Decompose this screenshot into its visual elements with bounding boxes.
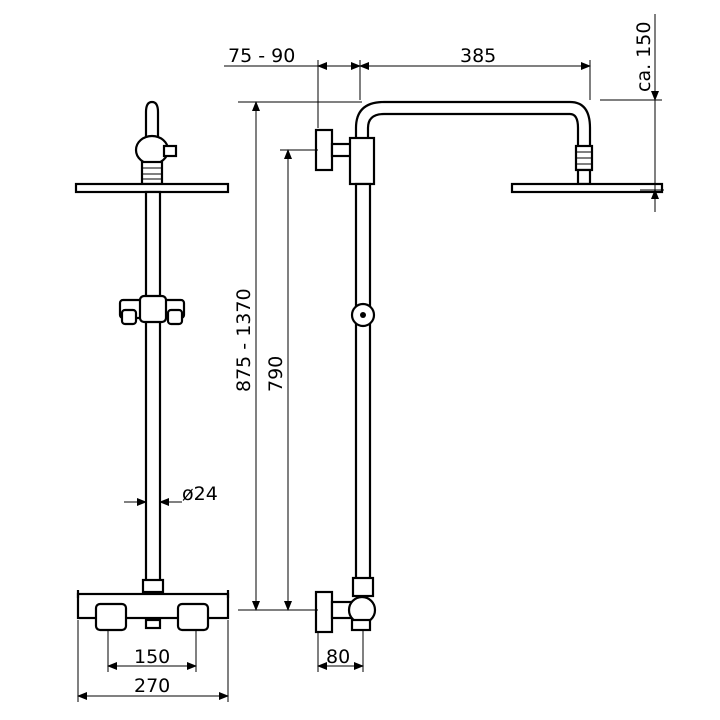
- dimension-lines: [77, 14, 664, 702]
- side-wall-bracket-bottom: [314, 590, 334, 634]
- front-lever: [162, 144, 178, 158]
- side-view: [314, 100, 664, 634]
- dim-arm-length: 385: [460, 45, 496, 67]
- front-gooseneck: [144, 100, 160, 165]
- dim-total-height: 875 - 1370: [233, 288, 255, 392]
- dim-tube-diameter: ø24: [182, 483, 218, 505]
- side-head-plate: [510, 182, 664, 194]
- side-wall-bracket-top: [314, 128, 334, 172]
- side-shower-arm: [354, 100, 592, 146]
- front-view: [74, 100, 230, 632]
- dim-outlet-offset: 75 - 90: [228, 45, 295, 67]
- dim-mixer-width: 270: [134, 675, 170, 697]
- dim-mixer-center: 80: [326, 646, 350, 668]
- side-rail: [354, 182, 372, 586]
- dim-head-drop: ca. 150: [633, 22, 655, 92]
- dim-rail-height: 790: [265, 356, 287, 392]
- front-head-plate: [74, 182, 230, 194]
- front-rail: [144, 190, 162, 586]
- front-connector: [140, 160, 164, 186]
- dim-inlet-spacing: 150: [134, 646, 170, 668]
